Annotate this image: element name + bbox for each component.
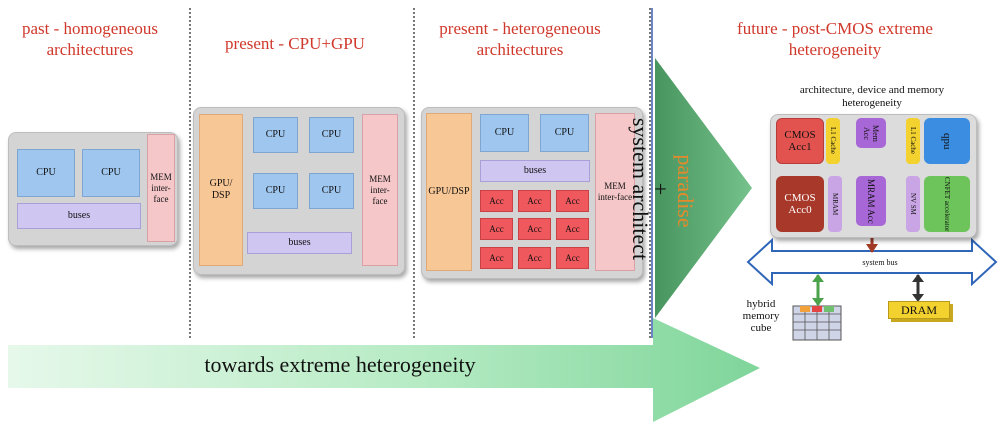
- past-buses: buses: [17, 203, 141, 229]
- system-bus-label: system bus: [862, 258, 898, 267]
- cpu-gpu-cpu-3: CPU: [253, 173, 298, 209]
- future-caption: architecture, device and memory heteroge…: [799, 84, 945, 109]
- hetero-acc: Acc: [480, 247, 513, 269]
- future-l1-cache-left: L1 Cache: [826, 118, 840, 164]
- separator-1: [189, 8, 191, 338]
- cpu-gpu-buses: buses: [247, 232, 352, 254]
- hetero-cpu-1: CPU: [480, 114, 529, 152]
- separator-3: [649, 8, 651, 338]
- separator-2: [413, 8, 415, 338]
- future-nv-sm: NV SM: [906, 176, 920, 232]
- towards-heterogeneity-label: towards extreme heterogeneity: [204, 352, 476, 377]
- hetero-acc: Acc: [556, 218, 589, 240]
- hetero-acc: Acc: [556, 190, 589, 212]
- hetero-buses: buses: [480, 160, 590, 182]
- system-architect-text: system architect: [628, 117, 653, 261]
- future-mram-small: MRAM: [828, 176, 842, 232]
- hetero-cpu-2: CPU: [540, 114, 589, 152]
- future-cmos-acc0: CMOS Acc0: [776, 176, 824, 232]
- future-cnfet-accelerator: CNFET accelerator: [924, 176, 970, 232]
- paradise-text: paradise: [673, 154, 698, 228]
- future-mram-acc: MRAM Acc: [856, 176, 886, 226]
- hetero-acc: Acc: [518, 218, 551, 240]
- past-cpu-1: CPU: [17, 149, 75, 197]
- cpu-gpu-cpu-4: CPU: [309, 173, 354, 209]
- future-cmos-acc1: CMOS Acc1: [776, 118, 824, 164]
- cpu-gpu-cpu-1: CPU: [253, 117, 298, 153]
- hetero-acc: Acc: [518, 190, 551, 212]
- hetero-mem-interface: MEM inter-face: [595, 113, 635, 271]
- title-past: past - homogeneous architectures: [22, 19, 158, 59]
- future-l1-cache-right: L1 Cache: [906, 118, 920, 164]
- past-cpu-2: CPU: [82, 149, 140, 197]
- hetero-acc: Acc: [556, 247, 589, 269]
- hetero-acc: Acc: [480, 218, 513, 240]
- cpu-gpu-mem-interface: MEM inter-face: [362, 114, 398, 266]
- hybrid-memory-cube-label: hybrid memory cube: [742, 298, 780, 334]
- title-present-hetero: present - heterogeneous architectures: [439, 19, 601, 59]
- future-mem-acc: Mem Acc: [856, 118, 886, 148]
- past-mem-interface: MEM inter-face: [147, 134, 175, 242]
- hetero-gpu-dsp: GPU/DSP: [426, 113, 472, 271]
- hetero-acc: Acc: [480, 190, 513, 212]
- title-future: future - post-CMOS extreme heterogeneity: [737, 19, 933, 59]
- future-qpu: qpu: [924, 118, 970, 164]
- title-present-cpu-gpu: present - CPU+GPU: [225, 34, 365, 53]
- cpu-gpu-gpu-dsp: GPU/ DSP: [199, 114, 243, 266]
- dram-module: DRAM: [888, 301, 950, 319]
- cpu-gpu-cpu-2: CPU: [309, 117, 354, 153]
- hetero-acc: Acc: [518, 247, 551, 269]
